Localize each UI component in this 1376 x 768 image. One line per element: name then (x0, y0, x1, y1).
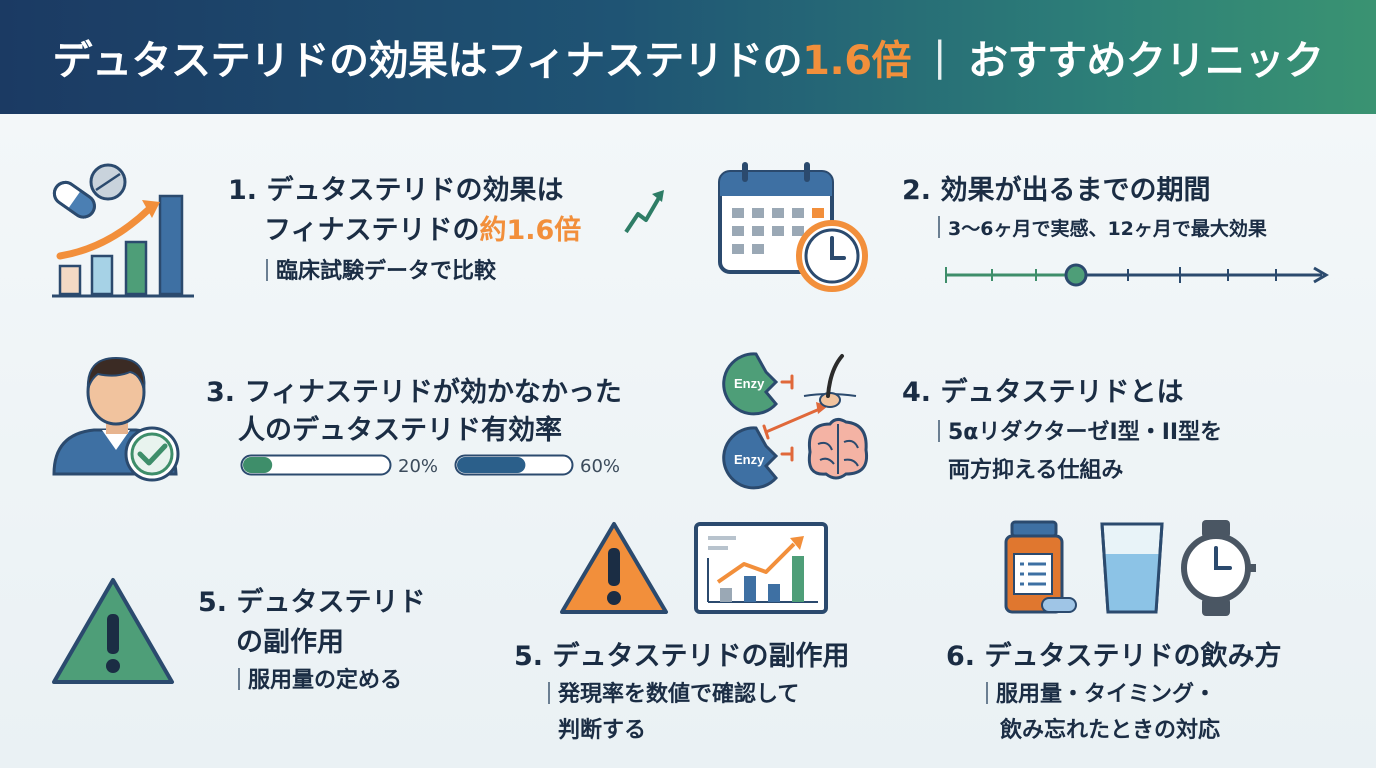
s6-note-line1: 服用量・タイミング・ (986, 676, 1216, 708)
s5b-note-text1: 発現率を数値で確認して (558, 682, 800, 707)
warning-chart-icon (560, 522, 828, 614)
s1-note: 臨床試験データで比較 (266, 253, 496, 285)
progress-label-1: 20% (398, 456, 439, 477)
s5b-title: 5. デュタステリドの副作用 (514, 641, 850, 672)
enzyme-label-2: Enzy (734, 452, 765, 467)
progress-fill-2 (457, 457, 526, 473)
progress-label-2: 60% (580, 456, 621, 477)
progress-fill-1 (243, 457, 273, 473)
s3-title-line2: 人のデュタステリド有効率 (238, 415, 562, 446)
s4-note-line1: 5αリダクターゼI型・II型を (938, 414, 1222, 446)
trend-arrow-icon (624, 190, 664, 234)
s5a-title-line1: 5. デュタステリド (198, 587, 426, 618)
s5b-note-line2: 判断する (558, 718, 647, 743)
s1-title-highlight: 約1.6倍 (479, 215, 582, 246)
s1-note-text: 臨床試験データで比較 (276, 259, 497, 284)
s1-note-bar (266, 259, 268, 281)
progress-bar-2 (454, 454, 574, 476)
enzyme-hair-brain-icon: Enzy Enzy (722, 352, 869, 490)
person-check-icon (52, 356, 180, 482)
content-area (0, 114, 1376, 768)
s1-title-line2: フィナステリドの約1.6倍 (264, 208, 581, 247)
s5b-note-bar (548, 682, 550, 704)
calendar-clock-icon (718, 162, 868, 292)
s2-title: 2. 効果が出るまでの期間 (902, 175, 1211, 206)
s4-note-bar (938, 420, 940, 442)
s1-title-line1: 1. デュタステリドの効果は (228, 175, 564, 206)
s6-note-line2: 飲み忘れたときの対応 (1000, 718, 1221, 743)
s3-title-line1: 3. フィナステリドが効かなかった (206, 377, 622, 408)
title-separator: | (933, 34, 947, 80)
title-part1: デュタステリドの効果はフィナステリドの (52, 38, 803, 84)
growth-chart-pills-icon (52, 163, 194, 298)
s5a-note-text: 服用量の定める (248, 668, 403, 693)
s4-title: 4. デュタステリドとは (902, 377, 1184, 408)
s2-note: 3〜6ヶ月で実感、12ヶ月で最大効果 (938, 214, 1267, 241)
s6-title: 6. デュタステリドの飲み方 (946, 641, 1282, 672)
s6-note-text1: 服用量・タイミング・ (996, 682, 1217, 707)
s5a-note: 服用量の定める (238, 662, 402, 694)
s6-note-bar (986, 682, 988, 704)
title-part2: おすすめクリニック (968, 38, 1324, 84)
s2-note-text: 3〜6ヶ月で実感、12ヶ月で最大効果 (948, 218, 1267, 240)
title-highlight: 1.6倍 (802, 38, 912, 84)
timeline-icon (945, 263, 1329, 287)
pill-bottle-water-watch-icon (1004, 520, 1256, 616)
progress-bar-1 (240, 454, 392, 476)
s4-note-line2: 両方抑える仕組み (948, 458, 1124, 483)
s5b-note-line1: 発現率を数値で確認して (548, 676, 799, 708)
s2-note-bar (938, 216, 940, 238)
enzyme-label-1: Enzy (734, 376, 765, 391)
s5a-title-line2: の副作用 (236, 627, 344, 658)
s4-note-text1: 5αリダクターゼI型・II型を (948, 420, 1223, 445)
s1-title-prefix: フィナステリドの (264, 215, 480, 246)
s5a-note-bar (238, 668, 240, 690)
warning-icon (52, 578, 174, 684)
